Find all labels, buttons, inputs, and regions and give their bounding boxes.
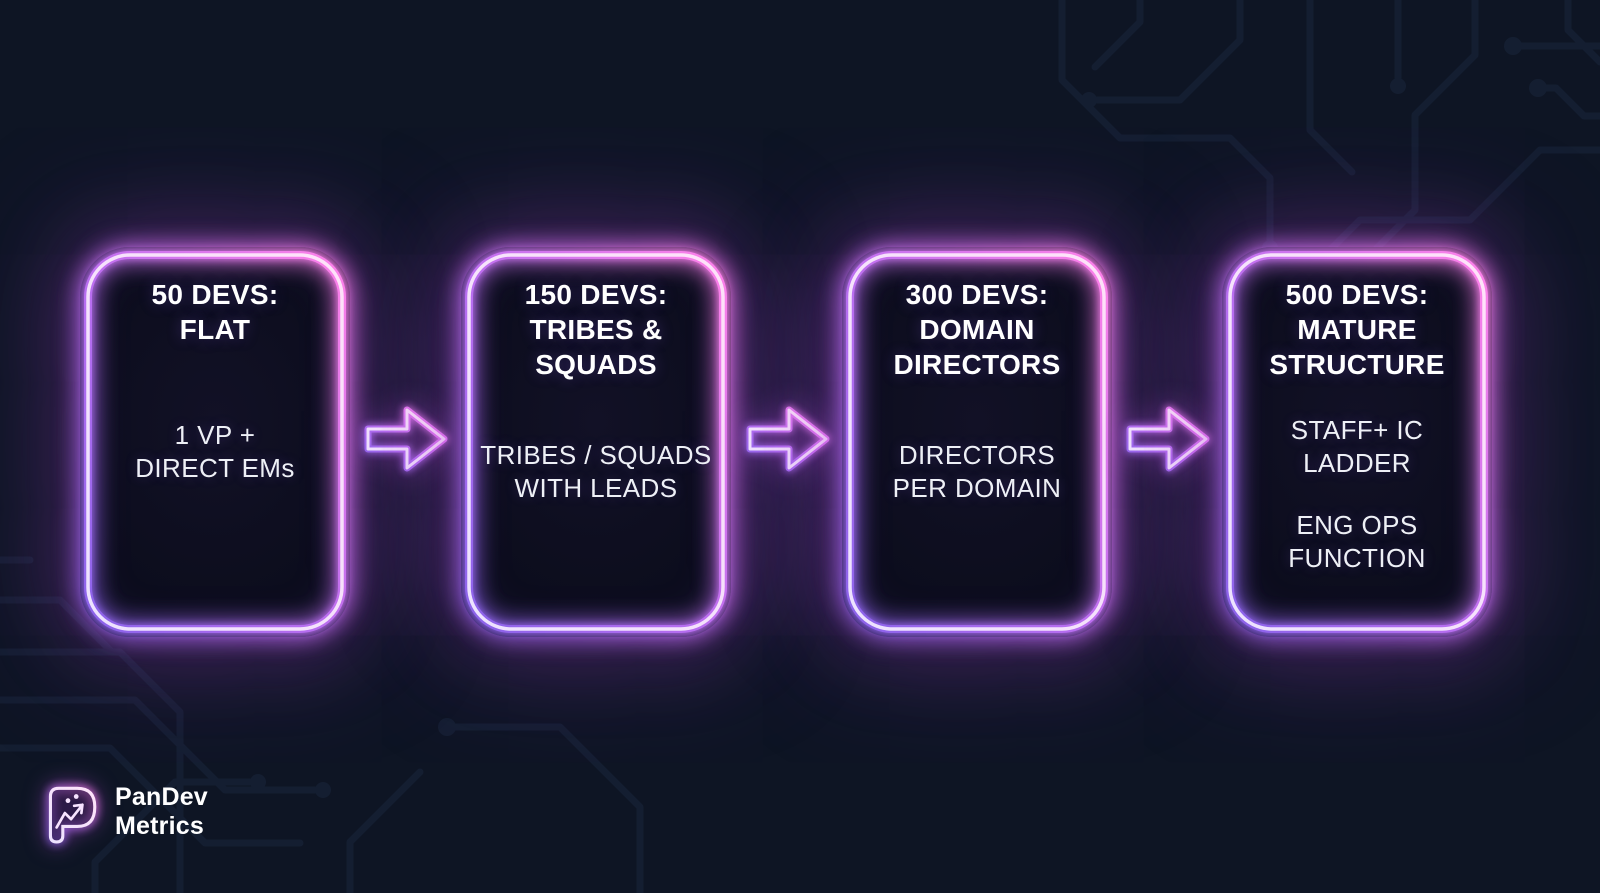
card-body: TRIBES / SQUADS WITH LEADS: [461, 439, 731, 505]
card-150-devs: 150 DEVS: TRIBES & SQUADS TRIBES / SQUAD…: [461, 247, 731, 637]
body-paragraph: TRIBES / SQUADS WITH LEADS: [480, 440, 712, 503]
card-title: 50 DEVS: FLAT: [151, 279, 279, 345]
neon-border: [80, 247, 350, 637]
logo: PanDev Metrics: [36, 779, 208, 845]
card-title: 500 DEVS: MATURE STRUCTURE: [1269, 279, 1445, 380]
logo-name-line2: Metrics: [115, 812, 204, 840]
card-body: STAFF+ IC LADDER ENG OPS FUNCTION: [1222, 414, 1492, 575]
body-paragraph: 1 VP + DIRECT EMs: [135, 420, 295, 483]
arrow-right-icon: [1121, 398, 1213, 480]
arrow-right-icon: [741, 398, 833, 480]
card-500-devs: 500 DEVS: MATURE STRUCTURE STAFF+ IC LAD…: [1222, 247, 1492, 637]
neon-border: [461, 247, 731, 637]
card-300-devs: 300 DEVS: DOMAIN DIRECTORS DIRECTORS PER…: [842, 247, 1112, 637]
body-paragraph: ENG OPS FUNCTION: [1288, 510, 1426, 573]
card-body: DIRECTORS PER DOMAIN: [842, 439, 1112, 505]
card-title: 300 DEVS: DOMAIN DIRECTORS: [893, 279, 1061, 380]
arrow-right-icon: [359, 398, 451, 480]
body-paragraph: DIRECTORS PER DOMAIN: [892, 440, 1062, 503]
pandev-p-trend-icon: [47, 785, 98, 845]
neon-border: [842, 247, 1112, 637]
logo-name-line1: PanDev: [115, 783, 208, 811]
neon-border: [1222, 247, 1492, 637]
logo-wordmark: PanDev Metrics: [115, 783, 208, 841]
card-50-devs: 50 DEVS: FLAT 1 VP + DIRECT EMs: [80, 247, 350, 637]
card-body: 1 VP + DIRECT EMs: [80, 419, 350, 485]
body-paragraph: STAFF+ IC LADDER: [1290, 415, 1424, 478]
card-title: 150 DEVS: TRIBES & SQUADS: [524, 279, 668, 380]
